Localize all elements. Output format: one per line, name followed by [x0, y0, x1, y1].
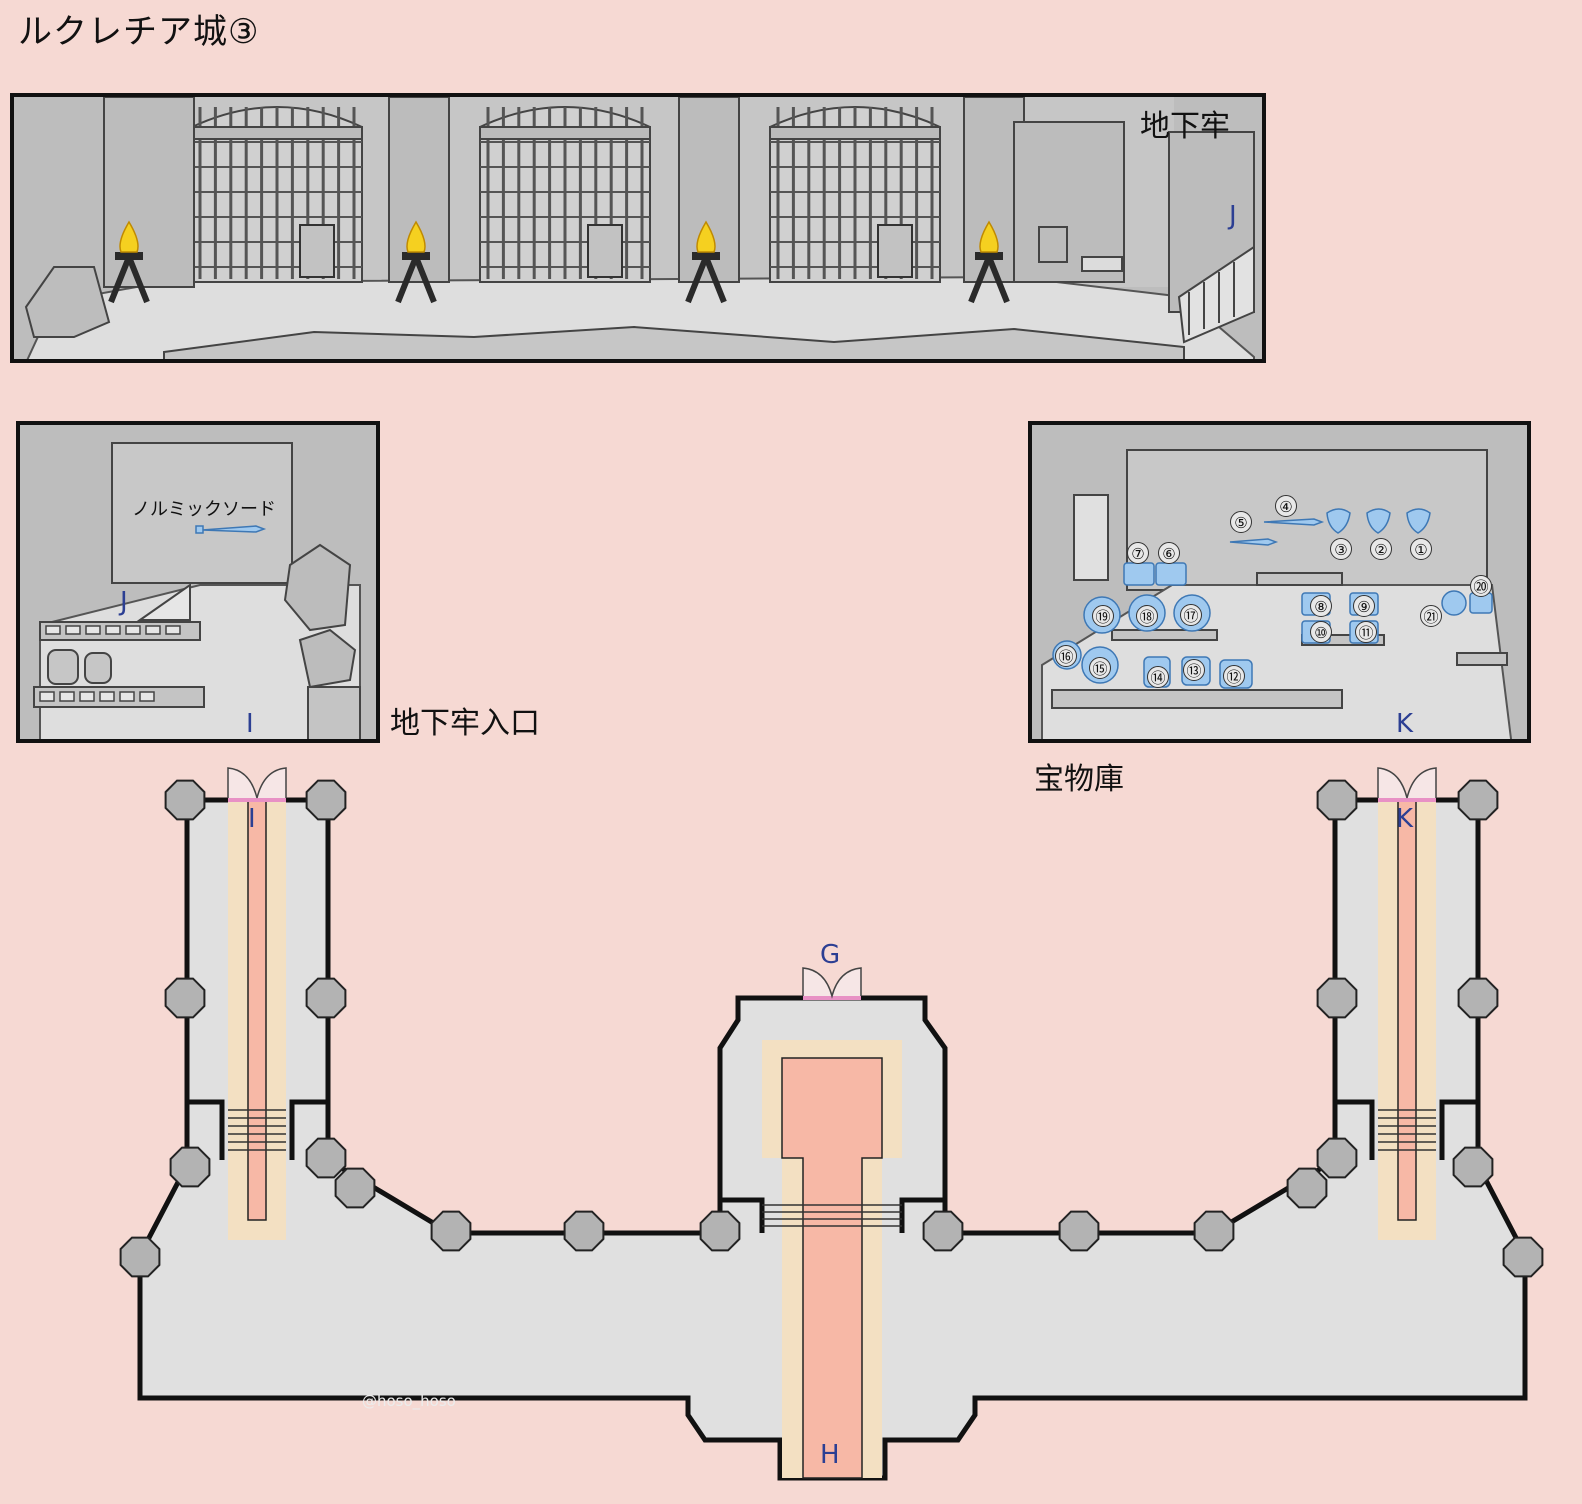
pillar	[1457, 977, 1499, 1019]
pillar	[305, 977, 347, 1019]
pillar	[164, 977, 206, 1019]
treasury-item-number: ①	[1410, 538, 1432, 560]
torch-icon	[685, 220, 727, 304]
treasury-item-number: ⑧	[1310, 595, 1332, 617]
marker-g-floor: G	[820, 940, 841, 970]
cell-door	[587, 224, 623, 278]
cell-door	[877, 224, 913, 278]
pillar	[1457, 779, 1499, 821]
treasury-item-number: ⑬	[1183, 659, 1205, 681]
pillar	[1058, 1210, 1100, 1252]
pillar	[1502, 1236, 1544, 1278]
pillar	[334, 1167, 376, 1209]
treasury-item-number: ⑥	[1158, 542, 1180, 564]
torch-icon	[968, 220, 1010, 304]
prison-cell	[769, 106, 941, 283]
shield-items	[1326, 508, 1431, 534]
prison-cells	[191, 106, 941, 283]
pillar	[164, 779, 206, 821]
page-title: ルクレチア城③	[18, 12, 260, 52]
pillar	[1316, 977, 1358, 1019]
treasury-item-number: ③	[1330, 538, 1352, 560]
pillar	[169, 1146, 211, 1188]
treasury-item-number: ⑯	[1055, 645, 1077, 667]
treasury-item-number: ⑫	[1223, 665, 1245, 687]
sword-icon	[195, 525, 267, 534]
dungeon-label: 地下牢	[1140, 109, 1230, 144]
pillar	[922, 1210, 964, 1252]
marker-j-dungeon: J	[1229, 201, 1237, 231]
treasury-item-number: ⑱	[1136, 605, 1158, 627]
treasury-item-number: ②	[1370, 538, 1392, 560]
treasury-item-number: ㉑	[1420, 605, 1442, 627]
treasury-illustration	[1032, 425, 1527, 739]
marker-i-floor: I	[248, 804, 256, 834]
pillars	[119, 779, 1544, 1278]
prison-cell	[191, 106, 363, 283]
pillar	[305, 779, 347, 821]
entrance-illustration	[20, 425, 376, 739]
treasury-item-number: ④	[1275, 495, 1297, 517]
torch-icon	[395, 220, 437, 304]
sword-item-label: ノルミックソード	[132, 499, 276, 520]
sword-items	[1229, 518, 1325, 546]
entrance-label: 地下牢入口	[390, 706, 540, 741]
marker-j-entrance: J	[120, 587, 128, 617]
pillar	[563, 1210, 605, 1252]
treasury-item-number: ⑮	[1089, 657, 1111, 679]
treasury-item-number: ⑩	[1310, 621, 1332, 643]
pillar	[305, 1137, 347, 1179]
torches	[108, 220, 1010, 304]
treasury-item-number: ⑰	[1180, 604, 1202, 626]
pillar	[1286, 1167, 1328, 1209]
marker-k-treasury: K	[1396, 709, 1414, 739]
credit: @hoso_hoso	[362, 1392, 456, 1410]
marker-h-floor: H	[820, 1440, 840, 1470]
treasury-item-number: ⑨	[1353, 595, 1375, 617]
pillar	[1316, 779, 1358, 821]
pillar	[1193, 1210, 1235, 1252]
dungeon-entrance-room: ノルミックソード J I	[16, 421, 380, 743]
treasury-label: 宝物庫	[1034, 762, 1124, 797]
treasury-item-number: ⑤	[1230, 511, 1252, 533]
torch-icon	[108, 220, 150, 304]
marker-i-entrance: I	[246, 709, 254, 739]
treasury-item-number: ⑳	[1470, 575, 1492, 597]
pillar	[430, 1210, 472, 1252]
treasury-item-number: ⑭	[1147, 666, 1169, 688]
pillar	[119, 1236, 161, 1278]
treasury-item-number: ⑪	[1355, 621, 1377, 643]
prison-cell	[479, 106, 651, 283]
dungeon-illustration	[14, 97, 1262, 359]
marker-k-floor: K	[1396, 804, 1414, 834]
treasury-item-number: ⑲	[1092, 605, 1114, 627]
pillar	[699, 1210, 741, 1252]
cell-door	[299, 224, 335, 278]
pillar	[1452, 1146, 1494, 1188]
pillar	[1316, 1137, 1358, 1179]
treasury-item-number: ⑦	[1127, 542, 1149, 564]
dungeon-room: 地下牢 J	[10, 93, 1266, 363]
carpets	[228, 799, 1436, 1479]
